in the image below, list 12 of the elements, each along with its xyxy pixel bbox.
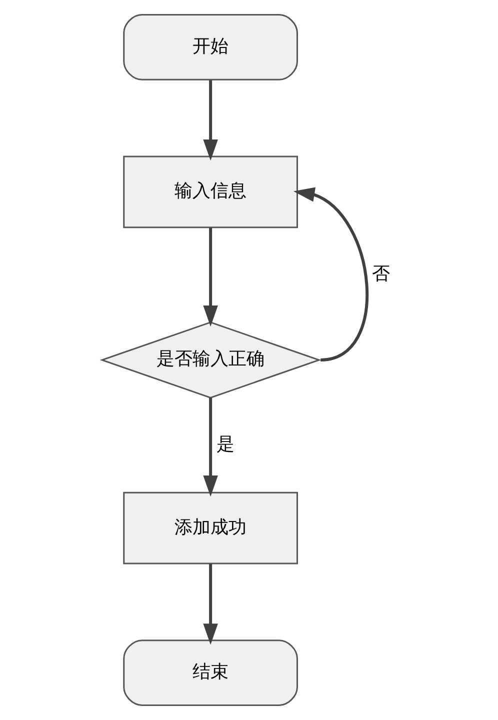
arrow	[203, 564, 218, 645]
arrow	[293, 187, 368, 362]
edge-label: 是	[216, 434, 235, 455]
arrow	[203, 80, 218, 161]
node-diamond: 是否输入正确	[100, 322, 322, 398]
arrow	[203, 398, 218, 497]
arrow	[203, 228, 218, 327]
node-box: 开始	[123, 14, 298, 80]
node-box: 添加成功	[123, 492, 298, 564]
node-box: 结束	[123, 640, 298, 706]
node-box: 输入信息	[123, 156, 298, 228]
edge-label: 否	[372, 264, 390, 285]
